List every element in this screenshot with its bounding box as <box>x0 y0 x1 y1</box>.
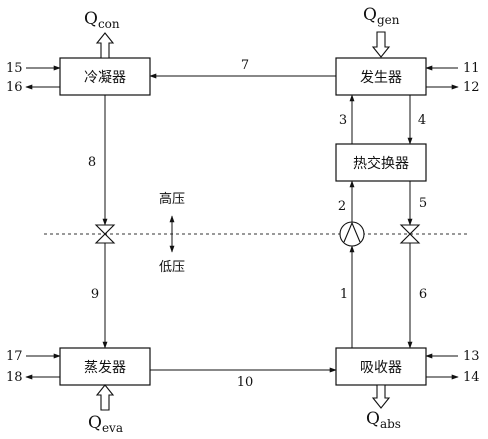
q-abs-label: Qabs <box>366 409 401 431</box>
stream-6-label: 6 <box>419 287 427 302</box>
stream-14-label: 14 <box>463 370 480 385</box>
stream-3-label: 3 <box>339 113 347 128</box>
generator-box: 发生器 <box>335 57 427 96</box>
stream-1-label: 1 <box>340 287 348 302</box>
stream-18-label: 18 <box>6 370 23 385</box>
stream-12-label: 12 <box>463 80 480 95</box>
heat-exchanger-box: 热交换器 <box>335 143 427 182</box>
stream-17-label: 17 <box>6 349 23 364</box>
stream-11-label: 11 <box>463 61 480 76</box>
q-con-label: Qcon <box>84 9 120 31</box>
q-abs-arrow-icon <box>371 384 391 409</box>
heat-exchanger-label: 热交换器 <box>353 155 409 172</box>
low-pressure-label: 低压 <box>159 260 185 275</box>
stream-8-label: 8 <box>88 155 96 170</box>
stream-16-label: 16 <box>6 80 23 95</box>
generator-label: 发生器 <box>360 70 402 86</box>
q-eva-label: Qeva <box>88 413 123 435</box>
expansion-valve-left-icon <box>94 224 116 244</box>
q-eva-arrow-icon <box>95 384 115 411</box>
stream-2-label: 2 <box>338 199 346 214</box>
stream-10-label: 10 <box>237 375 254 390</box>
evaporator-label: 蒸发器 <box>84 360 126 376</box>
q-gen-label: Qgen <box>363 5 400 27</box>
stream-15-label: 15 <box>6 61 23 76</box>
q-gen-arrow-icon <box>371 31 391 58</box>
stream-7-label: 7 <box>241 58 249 73</box>
condenser-label: 冷凝器 <box>84 70 126 86</box>
stream-4-label: 4 <box>418 113 426 128</box>
stream-13-label: 13 <box>463 349 480 364</box>
absorber-label: 吸收器 <box>360 360 402 376</box>
condenser-box: 冷凝器 <box>59 57 151 96</box>
expansion-valve-right-icon <box>399 224 421 244</box>
q-con-arrow-icon <box>95 32 115 59</box>
evaporator-box: 蒸发器 <box>59 347 151 386</box>
stream-5-label: 5 <box>419 196 427 211</box>
high-pressure-label: 高压 <box>159 191 185 207</box>
absorber-box: 吸收器 <box>335 347 427 386</box>
pump-icon <box>339 221 365 247</box>
stream-9-label: 9 <box>91 287 99 302</box>
